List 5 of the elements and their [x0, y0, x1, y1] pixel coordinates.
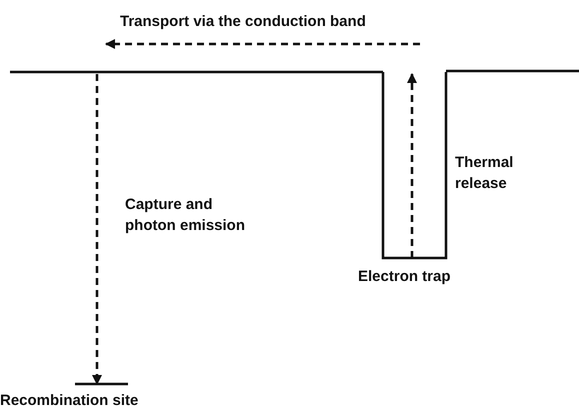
- node-label: Recombination site: [0, 392, 138, 410]
- node-label: Electron trap: [358, 268, 451, 286]
- dashed-arrow: [407, 73, 417, 258]
- caption-label: Transport via the conduction band: [120, 13, 366, 31]
- dashed-arrow: [92, 74, 102, 385]
